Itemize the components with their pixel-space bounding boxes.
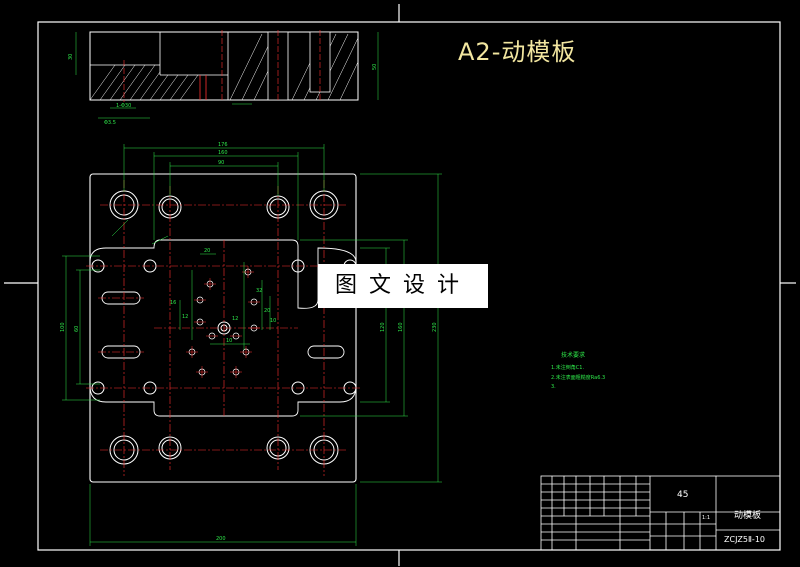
plan-view: 176 160 90 200 230 160 120 100 60 20 16 … [60,142,442,546]
title-block-drawing-no: ZCJZ5Ⅱ-10 [724,535,765,544]
requirement-item-2: 2.未注表面粗糙度Ra6.3 [551,375,606,381]
title-block-part-name: 动模板 [734,511,762,521]
dim-center-mark-5: 20 [264,308,270,314]
dim-left-h2: 60 [74,326,80,332]
dim-width-outer: 176 [218,142,228,148]
dim-center-mark-2: 16 [170,300,176,306]
section-view: 30 50 1-Φ30 Φ3.5 [68,30,379,126]
title-block-material: 45 [677,490,689,500]
dim-top-offset: 1-Φ30 [116,103,131,109]
dim-center-mark-7: 10 [270,318,276,324]
sheet-border [37,21,781,551]
dim-center-mark-1: 20 [204,248,210,254]
dim-center-mark-6: 10 [226,338,232,344]
dim-right-h1: 230 [432,322,438,332]
title-block [540,475,781,551]
requirements-heading: 技术要求 [561,352,586,359]
dim-right-h2: 160 [398,322,404,332]
dim-left-h1: 100 [60,322,66,332]
dim-top-right: 50 [372,64,378,70]
dim-top-height: 30 [68,54,74,60]
dim-right-h3: 120 [380,322,386,332]
dim-width-mid: 160 [218,150,228,156]
requirement-item-3: 3. [551,384,556,390]
dim-center-mark-8: 12 [232,316,238,322]
watermark-label: 图文设计 [318,264,488,308]
drawing-title: A2-动模板 [458,38,577,66]
dim-width-inner: 90 [218,160,224,166]
title-block-scale: 1:1 [702,515,711,521]
dim-center-mark-4: 32 [256,288,262,294]
dim-top-left-small: Φ3.5 [104,120,116,126]
dim-bottom-width: 200 [216,536,226,542]
requirement-item-1: 1.未注倒角C1. [551,365,585,371]
dim-center-mark-3: 12 [182,314,188,320]
